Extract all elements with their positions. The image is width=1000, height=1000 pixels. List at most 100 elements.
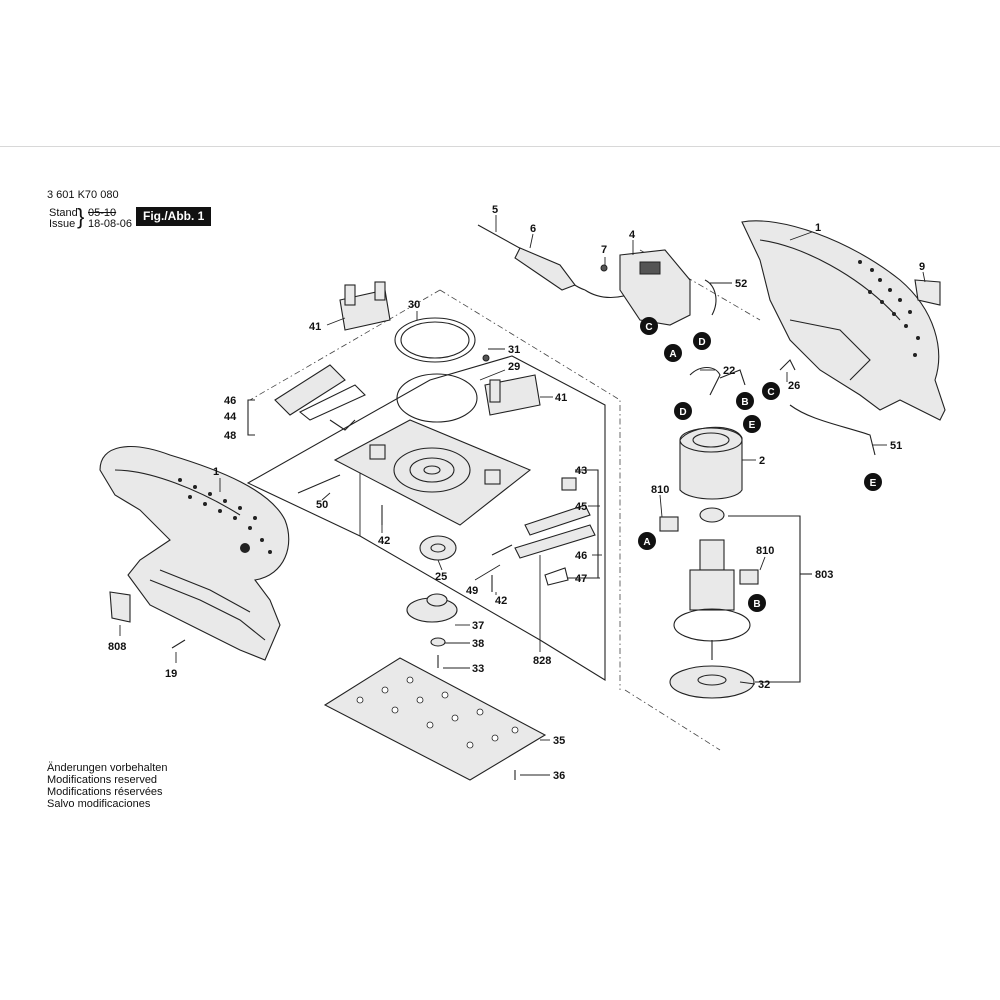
- label-49: 49: [466, 585, 478, 597]
- part-43: [561, 477, 577, 491]
- stand-value: 05-10: [88, 207, 117, 219]
- screw-7: [600, 264, 608, 272]
- label-1-left: 1: [213, 466, 219, 478]
- label-50: 50: [316, 499, 328, 511]
- issue-label: Issue: [49, 218, 76, 230]
- housing-half-left: [99, 446, 290, 661]
- label-29: 29: [508, 361, 520, 373]
- sanding-pad-35: [323, 657, 547, 781]
- eccentric-37-hub: [426, 593, 448, 607]
- brush-810b: [739, 569, 759, 585]
- label-810a: 810: [651, 484, 669, 496]
- seal-29: [396, 373, 478, 423]
- power-cable: [477, 224, 641, 299]
- clip-26: [779, 359, 796, 371]
- label-22: 22: [723, 365, 735, 377]
- pad-mount-right: [484, 469, 501, 485]
- ref-E-mid: E: [743, 415, 761, 433]
- label-46b: 46: [575, 550, 587, 562]
- base-assembly-outline-828: [246, 355, 606, 681]
- label-sticker-808: [109, 591, 131, 623]
- switch-4: [600, 249, 717, 326]
- svg-text:A: A: [669, 349, 676, 360]
- label-35: 35: [553, 735, 565, 747]
- label-46a: 46: [224, 395, 236, 407]
- svg-text:B: B: [741, 397, 748, 408]
- armature-bearing: [699, 507, 725, 523]
- bearing-25-bore: [430, 543, 446, 553]
- ref-E-bottom: E: [864, 473, 882, 491]
- label-9: 9: [919, 261, 925, 273]
- seal-30-inner: [400, 321, 470, 359]
- label-38: 38: [472, 638, 484, 650]
- housing-left-shell: [99, 446, 290, 661]
- label-26: 26: [788, 380, 800, 392]
- issue-value: 18-08-06: [88, 218, 133, 230]
- frame-base: [439, 289, 621, 690]
- label-803: 803: [815, 569, 833, 581]
- svg-text:D: D: [698, 337, 705, 348]
- brackets: [247, 399, 812, 683]
- label-41a: 41: [309, 321, 321, 333]
- seal-30: [394, 317, 476, 363]
- housing-rib: [759, 239, 901, 321]
- note-german: Änderungen vorbehalten: [47, 762, 168, 774]
- label-41b: 41: [555, 392, 567, 404]
- housing-half-top: [741, 220, 946, 421]
- spring-47: [544, 567, 569, 586]
- armature-fan: [673, 608, 751, 642]
- reference-markers: A A B B C C D D E E: [638, 317, 882, 612]
- rod-50: [297, 474, 341, 494]
- sanding-pad: [323, 657, 547, 781]
- bracket-46-48: [247, 399, 255, 436]
- bearing-25: [419, 535, 457, 561]
- note-spanish: Salvo modificaciones: [47, 798, 151, 810]
- label-31: 31: [508, 344, 520, 356]
- brush-holder-41b: [484, 374, 541, 416]
- terminal-22: [719, 369, 746, 386]
- screw-19: [171, 639, 186, 649]
- modification-notes: Änderungen vorbehalten Modifications res…: [47, 762, 167, 810]
- housing-inner: [789, 319, 871, 381]
- label-43: 43: [575, 465, 587, 477]
- cable-sleeve: [514, 247, 576, 291]
- field-top: [679, 427, 743, 453]
- fan-32-hub: [697, 674, 727, 686]
- wire-52: [704, 279, 717, 316]
- label-48: 48: [224, 430, 236, 442]
- base-plate: [333, 419, 532, 526]
- label-5: 5: [492, 204, 498, 216]
- wire-22: [689, 366, 721, 396]
- housing-left-slots-2: [159, 569, 251, 613]
- part-number: 3 601 K70 080: [47, 189, 119, 201]
- pad-hub: [423, 465, 441, 475]
- ref-B-bottom: B: [748, 594, 766, 612]
- ref-C-right: C: [762, 382, 780, 400]
- switch-button: [639, 261, 661, 275]
- brush-holder-41a: [339, 281, 391, 331]
- note-english: Modifications reserved: [47, 774, 158, 786]
- label-7: 7: [601, 244, 607, 256]
- base-outline: [246, 355, 606, 681]
- armature-core: [689, 569, 735, 611]
- field-coil-2: [679, 426, 743, 500]
- header-brace: }: [77, 204, 85, 229]
- bracket-803: [728, 515, 801, 683]
- label-2: 2: [759, 455, 765, 467]
- svg-text:C: C: [767, 387, 774, 398]
- label-37: 37: [472, 620, 484, 632]
- svg-text:A: A: [643, 537, 650, 548]
- pad-mount-left: [369, 444, 386, 460]
- svg-text:D: D: [679, 407, 686, 418]
- svg-text:C: C: [645, 322, 652, 333]
- part-labels: 1 1 2 4 5 6 7 9 19 22 25 26 29 30 31 32 …: [108, 204, 925, 782]
- ref-D-mid: D: [674, 402, 692, 420]
- label-52: 52: [735, 278, 747, 290]
- part-45: [524, 504, 591, 536]
- pad-ring: [393, 447, 471, 493]
- armature-803: [673, 507, 751, 660]
- housing-left-slots: [149, 579, 266, 641]
- brush-holder-post-2: [374, 281, 386, 301]
- screw-31: [482, 354, 490, 362]
